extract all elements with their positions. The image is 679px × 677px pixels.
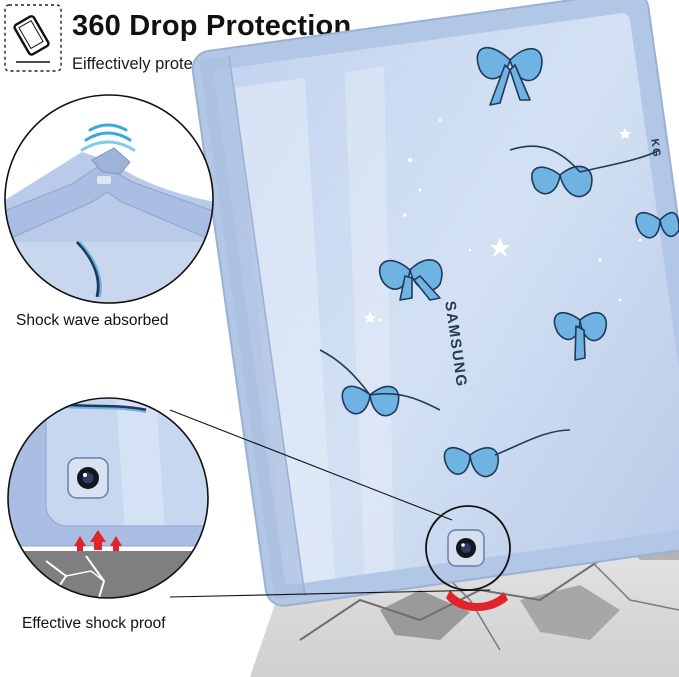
impact-highlight: [446, 590, 508, 612]
bottom-callout-caption: Effective shock proof: [22, 615, 166, 632]
bow-pattern: [319, 46, 679, 478]
edge-print: KG: [648, 138, 663, 159]
tablet-case: [191, 0, 679, 607]
drop-icon: [4, 4, 62, 72]
callout-lines: [169, 409, 491, 598]
sparkle-pattern: [364, 118, 642, 323]
top-callout-caption: Shock wave absorbed: [16, 312, 169, 329]
bottom-callout-circle: [6, 396, 210, 600]
top-callout-circle: [2, 92, 216, 306]
